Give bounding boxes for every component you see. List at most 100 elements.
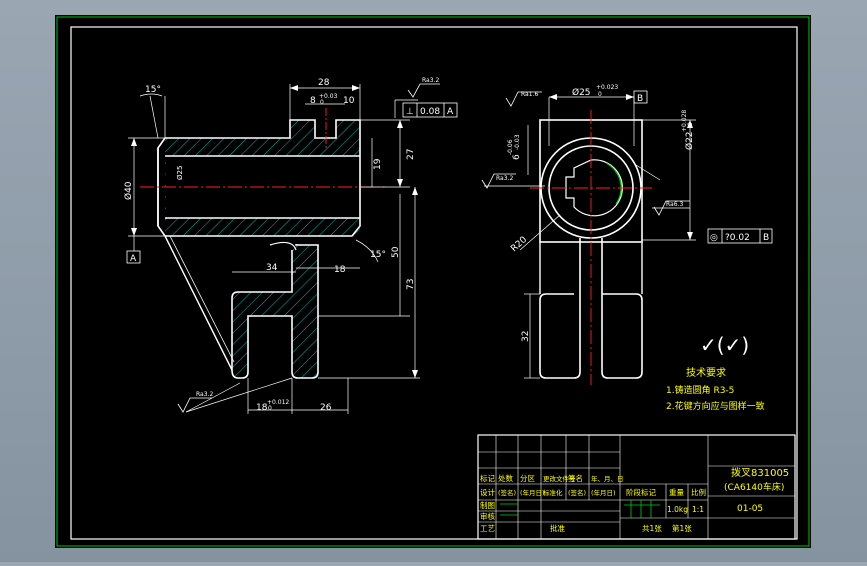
hub-outline [157,119,361,237]
dim-angle-top: 15° [145,85,161,95]
dim-18-mid: 18 [334,265,346,275]
concentricity-symbol: ◎ [710,233,718,243]
roughness-symbol-top [407,83,440,98]
arm-section-hatch [232,245,318,378]
side-roughness-mid: Ra3.2 [496,175,513,182]
tb-machine: (CA6140车床) [724,481,784,493]
tb-row2-0: 设计 [480,487,495,497]
dim-26: 26 [320,403,332,413]
concentricity-frame [707,228,773,244]
dim-slot-tol-lower: 0 [320,99,324,106]
fillet-arc [269,241,297,251]
dim-19: 19 [373,158,383,170]
datum-b-box [633,90,648,104]
tb-row-label-1: 处数 [498,473,513,483]
side-roughness-left: Ra1.6 [521,91,538,98]
roughness-side-mid [481,173,516,189]
dim-18-bottom: 18 [256,403,268,413]
dim-28: 28 [318,78,330,88]
side-dim-22-tol: +0.028 [681,110,688,132]
side-dim-lines [484,96,696,379]
arm-outline [231,244,319,379]
web-line-1 [164,235,233,371]
tb-scale-label: 比例 [691,487,706,497]
tb-left-label-2: 工艺 [480,524,495,533]
front-dim-lines [128,84,420,414]
spline-green-arc [605,162,622,205]
tb-weight-label: 重量 [669,488,684,497]
dim-18-tol: +0.012 [267,399,289,406]
tb-row2-4: (签名) [568,488,586,497]
side-dim-6-tol-upper: -0.06 [507,139,514,155]
side-fork-arm [539,238,643,379]
tb-sheets-total: 共1张 [642,524,662,533]
tb-row2-5: (年月日) [591,488,616,497]
side-dim-diameter-tol: +0.023 [596,84,618,91]
tb-left-label-1: 审核 [480,511,495,521]
dim-10: 10 [343,96,355,106]
dim-18-tol-lower: 0 [268,405,272,412]
tb-part-name: 拨叉831005 [731,466,789,479]
outer-frame [56,16,810,547]
perp-datum: A [447,107,454,117]
datum-a-box [126,250,141,264]
tb-stage-label: 阶段标记 [626,487,656,497]
dim-angle-lower: 15° [370,250,386,260]
tb-row2-2: (年月日) [520,488,545,497]
dim-slot-8: 8 [310,96,316,106]
dim-slot-tol: +0.03 [319,93,338,100]
general-roughness-symbol: ✓(✓) [700,333,749,357]
title-block: 标记 处数 分区 更改文件号 签名 年、月、日 设计 (签名) (年月日) 标准… [477,434,796,540]
perp-symbol: ⊥ [406,107,414,117]
tb-weight-value: 1.0kg [667,505,688,514]
datum-b-label: B [637,94,643,104]
side-dim-22-tol-lower: 0 [687,122,694,126]
side-roughness-right: Ra6.3 [666,201,683,208]
side-dim-6-tol-lower: -0.03 [514,134,521,150]
tb-row-label-4: 签名 [568,473,583,483]
side-dim-22: Ø22 [684,131,695,150]
tb-row-label-3: 更改文件号 [543,474,576,483]
tb-approve: 批准 [550,523,565,533]
tb-row-label-0: 标记 [480,473,495,483]
roughness-side-right [653,200,690,216]
technical-notes: ✓(✓) 技术要求 1.铸造圆角 R3-5 2.花键方向应与图样一致 [666,333,765,412]
concentricity-datum: B [763,233,769,243]
notes-line-1: 1.铸造圆角 R3-5 [666,384,734,396]
roughness-side-left [505,91,542,107]
side-dim-diameter-tol-lower: 0 [598,91,602,98]
tb-row-label-2: 分区 [520,474,535,483]
dim-34: 34 [266,263,278,273]
roughness-symbol-bottom [177,397,212,413]
tb-row2-1: (签名) [498,488,516,497]
dim-27: 27 [406,149,416,160]
dim-73: 73 [406,279,416,290]
side-view: Ø25 +0.023 0 B 6 -0.06 -0.03 Ø22 +0.028 … [481,84,773,385]
roughness-top-value: Ra3.2 [422,77,439,84]
perpendicularity-frame [402,102,458,118]
dim-50: 50 [391,246,401,258]
sheet-background [55,15,811,548]
concentricity-value: ?0.02 [725,233,750,243]
notes-title: 技术要求 [686,366,726,379]
spline-profile [565,159,623,217]
perp-value: 0.08 [420,107,440,117]
tb-scale-value: 1:1 [692,505,704,514]
datum-a-label: A [130,254,137,264]
side-dim-6: 6 [512,154,522,160]
front-arrows [131,85,418,378]
front-view: 15° 28 8 +0.03 0 10 27 19 Ø40 Ø25 34 18 … [123,77,458,414]
web-line-2 [169,235,235,363]
tb-drawing-no: 01-05 [737,504,763,514]
tb-sheet-no: 第1张 [672,523,692,533]
inner-frame [70,26,798,540]
side-dim-diameter: Ø25 [572,87,591,98]
tb-row-label-5: 年、月、日 [591,474,624,483]
roughness-bottom-value: Ra3.2 [196,391,213,398]
side-dim-32: 32 [521,331,531,342]
dim-diameter-40: Ø40 [123,181,134,200]
tb-row2-3: 标准化 [543,488,563,497]
dim-bore: Ø25 [176,166,184,180]
